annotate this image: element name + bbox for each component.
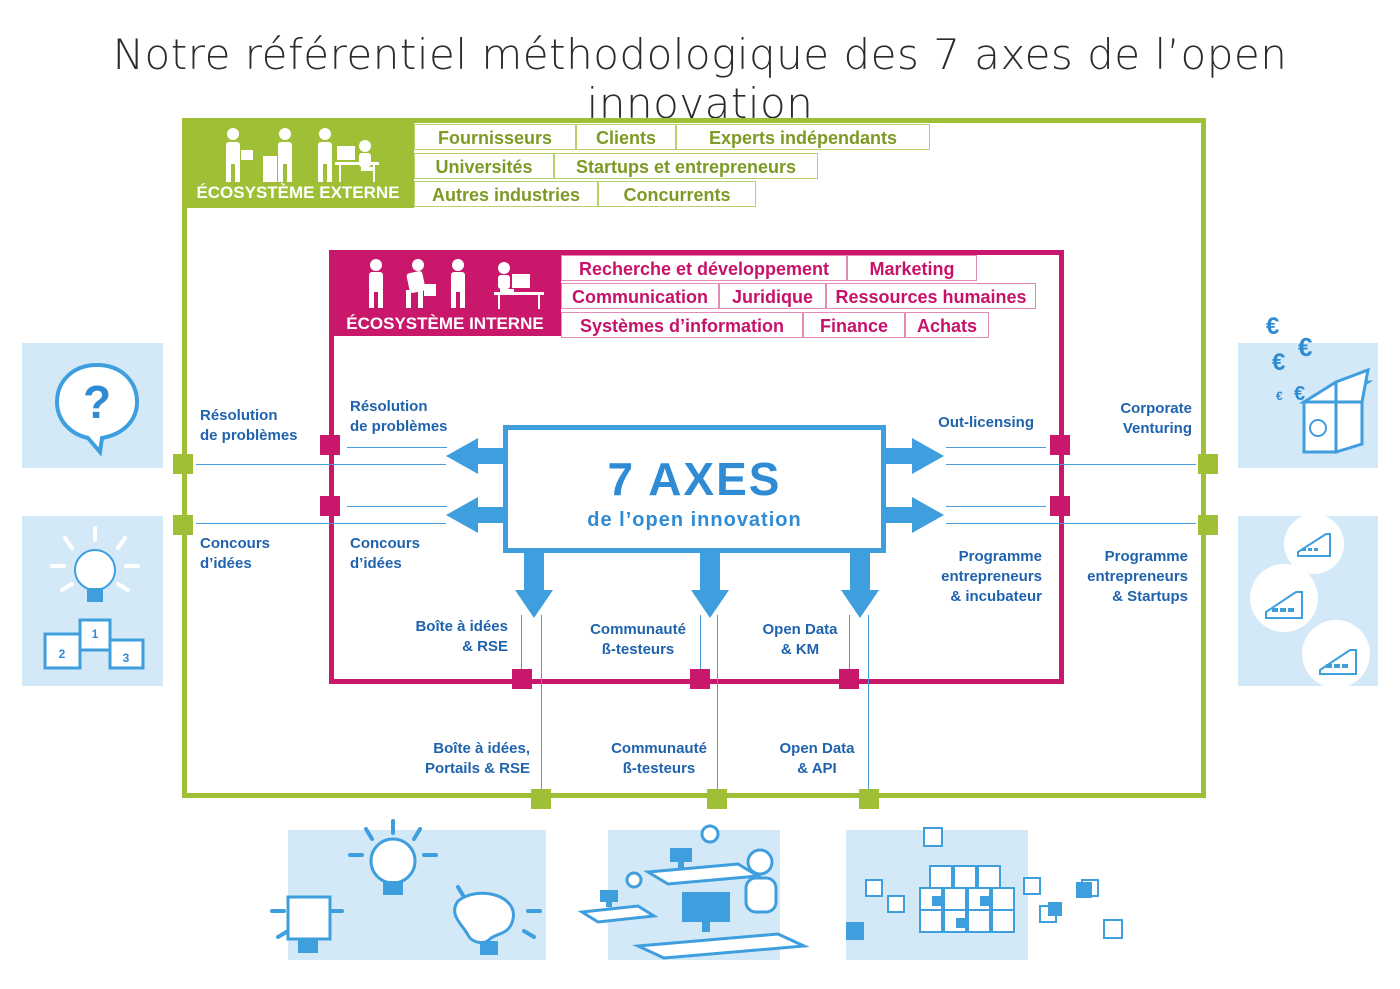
center-title: 7 AXES [503,452,886,506]
node-internal [320,496,340,516]
svg-text:3: 3 [123,651,130,665]
node-internal [690,669,710,689]
question-bubble-icon: ? [52,360,142,455]
label-opendata-ext: Open Data& API [772,739,862,779]
lightbulb-podium-icon: 1 2 3 [40,522,150,682]
svg-text:€: € [1266,313,1279,340]
svg-text:2: 2 [59,647,66,661]
svg-text:€: € [1276,389,1283,403]
node-internal [839,669,859,689]
node-external [173,515,193,535]
node-external [173,454,193,474]
label-opendata-int: Open Data& KM [755,620,845,660]
node-external [531,789,551,809]
label-out-licensing: Out-licensing [900,413,1034,433]
node-internal [320,435,340,455]
node-external [859,789,879,809]
node-internal [512,669,532,689]
center-subtitle: de l’open innovation [503,509,886,532]
lightbulbs-icon [258,815,558,975]
node-external [1198,454,1218,474]
svg-text:1: 1 [92,627,99,641]
node-external [707,789,727,809]
startup-buildings-icon [1250,508,1378,690]
data-cubes-icon [840,822,1130,958]
node-internal [1050,435,1070,455]
label-boite-ext: Boîte à idées,Portails & RSE [400,739,530,779]
node-internal [1050,496,1070,516]
euro-box-icon: €€ €€€ [1258,310,1376,462]
svg-text:€: € [1298,332,1312,362]
label-boite-int: Boîte à idées& RSE [380,617,508,657]
community-desks-icon [578,822,814,958]
node-external [1198,515,1218,535]
svg-text:€: € [1272,349,1285,376]
svg-text:?: ? [83,376,111,428]
